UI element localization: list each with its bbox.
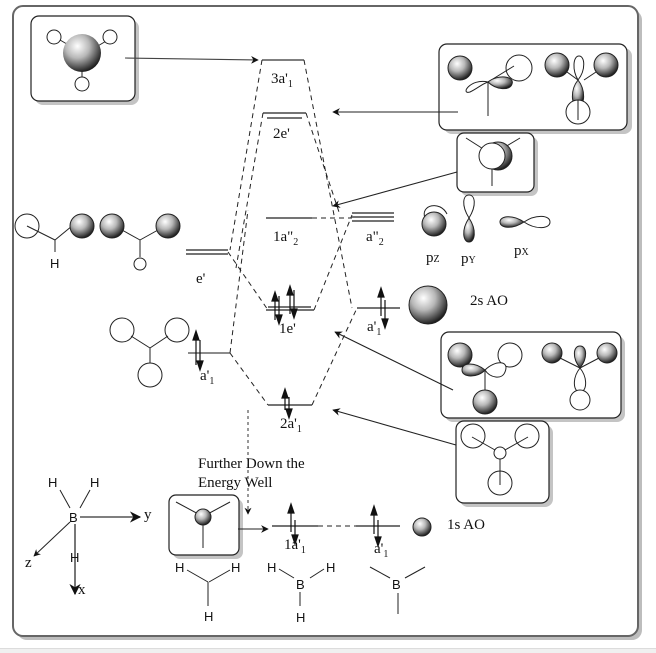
svg-text:H: H	[231, 560, 240, 575]
pointer-arrows	[124, 56, 458, 533]
svg-text:H: H	[296, 610, 305, 625]
inset-1a1-orbital	[168, 494, 243, 559]
svg-text:H: H	[267, 560, 276, 575]
z-axis-arrow	[33, 521, 71, 557]
label-1a1: 1a'1	[284, 537, 306, 556]
electron-pair-2a1	[281, 387, 293, 420]
ligand-a1-orbital	[109, 317, 190, 388]
boron-p-orbitals	[421, 194, 551, 243]
inset-1e-orbitals	[440, 331, 625, 422]
boron-1s-orbital-icon	[412, 517, 432, 537]
px-orbital-icon	[499, 216, 525, 228]
electron-pair-1e-left	[271, 290, 283, 326]
svg-text:H: H	[175, 560, 184, 575]
electron-pair-boron-1s	[370, 504, 382, 548]
ligand-h-label: H	[50, 256, 59, 271]
svg-text:B: B	[392, 577, 401, 592]
inset-2e-orbitals	[438, 43, 632, 134]
correlation-lines	[227, 59, 358, 527]
annotation-line-1: Further Down the	[198, 456, 305, 472]
boron-2s-orbital-icon	[408, 285, 448, 325]
label-ligand-a1: a'1	[200, 368, 214, 387]
boron-fragment: B	[369, 566, 426, 614]
label-1a2: 1a"2	[273, 229, 298, 248]
label-2a1: 2a'1	[280, 416, 302, 435]
x-axis-label: x	[78, 582, 86, 598]
py-orbital-icon	[463, 217, 475, 243]
inset-1a2-orbital	[456, 132, 538, 196]
axis-h3-label: H	[70, 550, 79, 565]
y-axis-label: y	[144, 507, 152, 523]
label-2s-ao: 2s AO	[470, 293, 508, 309]
h3-fragment: H H H	[175, 560, 240, 624]
pz-orbital-icon	[421, 211, 447, 237]
label-ligand-e: e'	[196, 271, 206, 287]
axis-h2-label: H	[90, 475, 99, 490]
label-boron-a2: a"2	[366, 229, 384, 248]
label-px: pX	[514, 243, 530, 259]
label-pz: pZ	[426, 250, 440, 266]
electron-pair-ligand-a1	[192, 329, 204, 372]
ligand-e-orbitals: H	[14, 213, 181, 271]
page-footer-strip	[0, 648, 656, 653]
axis-b-label: B	[69, 510, 78, 525]
electron-pair-1e-right	[286, 284, 298, 320]
inset-3a1-orbital	[30, 15, 139, 105]
label-1s-ao: 1s AO	[447, 517, 485, 533]
label-boron-a1-2s: a'1	[367, 319, 381, 338]
label-boron-a1-1s: a'1	[374, 541, 388, 560]
svg-text:H: H	[204, 609, 213, 624]
bh3-fragment: H H B H	[267, 560, 335, 625]
boron-1s-sphere-icon	[194, 508, 212, 526]
label-1e: 1e'	[279, 321, 296, 337]
z-axis-label: z	[25, 555, 32, 571]
label-py: pY	[461, 251, 476, 267]
svg-text:H: H	[326, 560, 335, 575]
electrons	[192, 284, 389, 548]
svg-text:B: B	[296, 577, 305, 592]
boron-sphere-icon	[63, 34, 101, 72]
label-2e: 2e'	[273, 126, 290, 142]
coordinate-axes: H H B y z H x	[25, 475, 152, 598]
axis-h1-label: H	[48, 475, 57, 490]
electron-pair-1a1	[287, 502, 299, 546]
electron-pair-boron-2s	[377, 286, 389, 330]
inset-2a1-orbital	[455, 420, 553, 507]
label-3a1: 3a'1	[271, 71, 293, 90]
annotation-line-2: Energy Well	[198, 475, 272, 491]
